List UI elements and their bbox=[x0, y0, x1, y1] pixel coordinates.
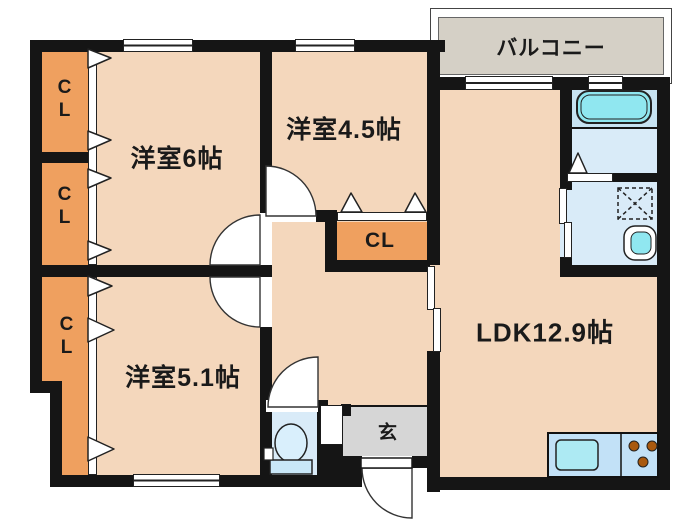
room6-label: 洋室6帖 bbox=[130, 145, 224, 173]
wall bbox=[657, 77, 670, 490]
wall bbox=[427, 477, 670, 490]
wall bbox=[50, 381, 62, 487]
room51-door-swing bbox=[209, 276, 261, 328]
window-balcony-door bbox=[465, 76, 553, 90]
closet-mid-left-label: CL bbox=[54, 184, 75, 230]
wall bbox=[560, 173, 567, 182]
closet-door-track bbox=[337, 212, 427, 221]
wall bbox=[613, 173, 657, 182]
wall bbox=[260, 400, 268, 412]
closet-door-triangle bbox=[340, 192, 363, 213]
genkan-floor bbox=[343, 405, 430, 456]
wall bbox=[623, 77, 657, 90]
wall bbox=[30, 40, 42, 393]
closet-hall-floor bbox=[337, 222, 427, 260]
window-bath bbox=[588, 76, 623, 90]
stove-burner bbox=[646, 440, 658, 452]
window-room6 bbox=[123, 39, 193, 52]
wall bbox=[325, 260, 430, 272]
balcony-label: バルコニー bbox=[496, 37, 606, 60]
closet-hall-label: CL bbox=[365, 229, 395, 252]
toilet-door-swing bbox=[267, 356, 319, 408]
hall-ldk-sliding-door bbox=[433, 308, 441, 352]
entrance-door-swing bbox=[361, 467, 413, 519]
washing-machine-pan-x bbox=[617, 187, 653, 220]
genkan-pillar bbox=[341, 404, 351, 416]
entrance-door-leaf bbox=[360, 457, 413, 469]
kitchen-sink bbox=[555, 439, 599, 471]
window-room45 bbox=[295, 39, 355, 52]
shoe-cabinet bbox=[320, 405, 343, 445]
wall bbox=[328, 456, 362, 487]
bathtub-inner-line bbox=[580, 94, 648, 120]
closet-door-triangle bbox=[404, 192, 427, 213]
tub-edge-line bbox=[572, 127, 657, 129]
room51-label: 洋室5.1帖 bbox=[125, 364, 241, 392]
stove-burner bbox=[637, 456, 649, 468]
closet-upper-left-label: CL bbox=[54, 77, 75, 123]
closet-lower-left-label: CL bbox=[56, 314, 77, 360]
toilet-bowl bbox=[274, 423, 308, 463]
wall bbox=[325, 210, 337, 272]
bath-door-triangle bbox=[568, 152, 588, 174]
closet-door-triangle bbox=[87, 275, 113, 297]
washroom-sliding-door bbox=[559, 188, 567, 224]
bath-floor bbox=[572, 129, 657, 173]
wall bbox=[427, 77, 465, 90]
closet-door-triangle bbox=[87, 317, 115, 343]
wall bbox=[30, 152, 88, 163]
ldk-label: LDK12.9帖 bbox=[475, 317, 615, 348]
wall bbox=[560, 265, 657, 277]
stove-burner bbox=[628, 440, 640, 452]
wall bbox=[412, 456, 440, 468]
closet-door-triangle bbox=[87, 48, 112, 69]
washing-machine-pan bbox=[617, 187, 653, 220]
room45-label: 洋室4.5帖 bbox=[286, 116, 402, 144]
wash-basin-bowl bbox=[630, 231, 652, 255]
closet-upper-left-floor bbox=[42, 52, 88, 152]
doorway-room6 bbox=[260, 213, 272, 265]
closet-door-triangle bbox=[87, 240, 112, 261]
room6-door-swing bbox=[209, 214, 261, 266]
wall bbox=[30, 265, 272, 277]
balcony-floor bbox=[438, 17, 664, 75]
room45-door-swing bbox=[265, 165, 317, 217]
wall bbox=[560, 85, 572, 190]
closet-door-triangle bbox=[87, 130, 112, 151]
bathtub bbox=[576, 90, 652, 124]
washroom-sliding-door bbox=[564, 222, 572, 258]
closet-door-triangle bbox=[87, 168, 112, 189]
window-room51 bbox=[133, 474, 220, 487]
bath-door-track bbox=[567, 173, 613, 182]
closet-lower-left-floor-b bbox=[62, 381, 88, 475]
closet-door-triangle bbox=[87, 436, 115, 462]
toilet-flush-handle bbox=[263, 447, 274, 461]
hall-ldk-sliding-door bbox=[427, 266, 435, 310]
closet-mid-left-floor bbox=[42, 163, 88, 265]
closet-lower-left-floor-a bbox=[42, 277, 88, 381]
toilet-tank bbox=[269, 459, 313, 475]
wall bbox=[427, 40, 440, 265]
genkan-label: 玄 bbox=[377, 422, 399, 444]
doorway-room51 bbox=[260, 277, 272, 327]
